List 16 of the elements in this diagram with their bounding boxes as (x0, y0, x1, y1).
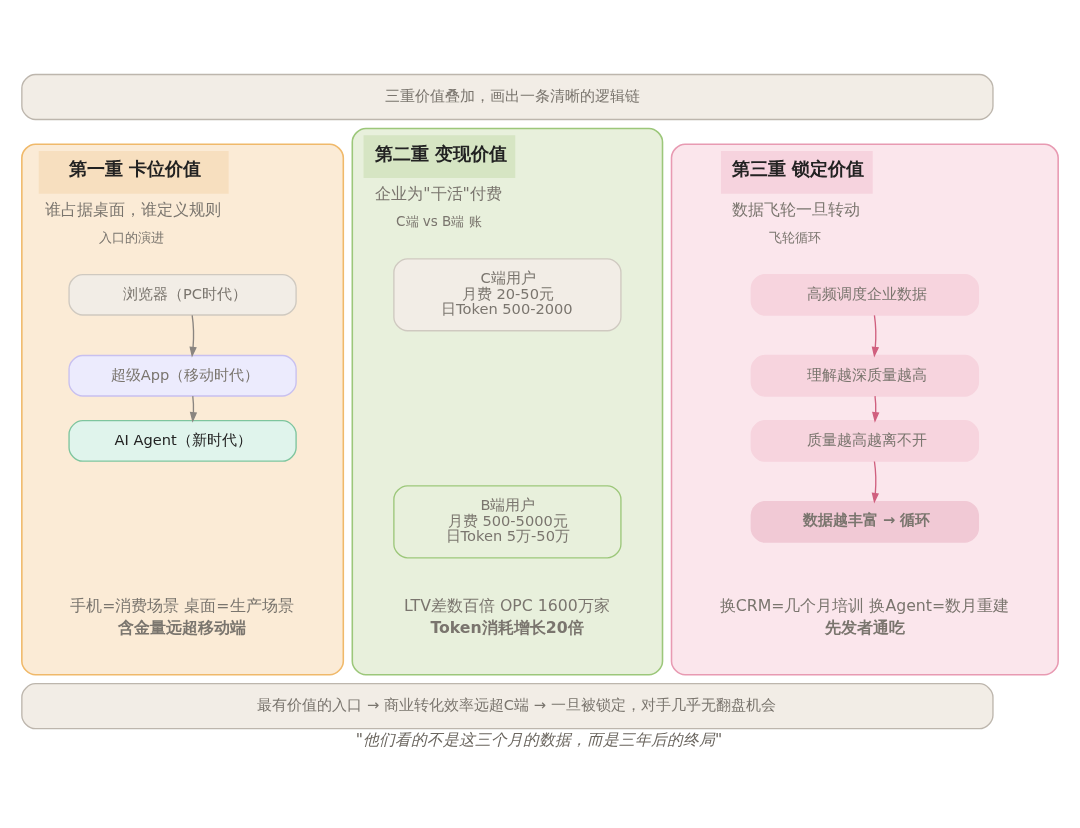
node-box: 最有价值的入口 → 商业转化效率远超C端 → 一旦被锁定，对手几乎无翻盘机会 (21, 682, 994, 729)
node-box: 超级App（移动时代） (68, 354, 297, 397)
arrow (871, 460, 880, 504)
node-box: AI Agent（新时代） (68, 419, 297, 462)
node-box: 数据越丰富 → 循环 (750, 500, 980, 543)
arrow (189, 314, 197, 357)
arrow (189, 394, 198, 423)
node-box: 三重价值叠加，画出一条清晰的逻辑链 (21, 73, 994, 120)
node-box: B端用户 月费 500-5000元 日Token 5万-50万 (393, 484, 622, 558)
caption: "他们看的不是这三个月的数据，而是三年后的终局" (355, 729, 723, 749)
node-box: 质量越高越离不开 (750, 419, 980, 462)
node-box: C端用户 月费 20-50元 日Token 500-2000 (393, 257, 622, 331)
node-box: 高频调度企业数据 (750, 273, 980, 316)
node-box: 理解越深质量越高 (750, 354, 980, 397)
arrow (871, 314, 880, 357)
node-box: 浏览器（PC时代） (68, 273, 297, 316)
